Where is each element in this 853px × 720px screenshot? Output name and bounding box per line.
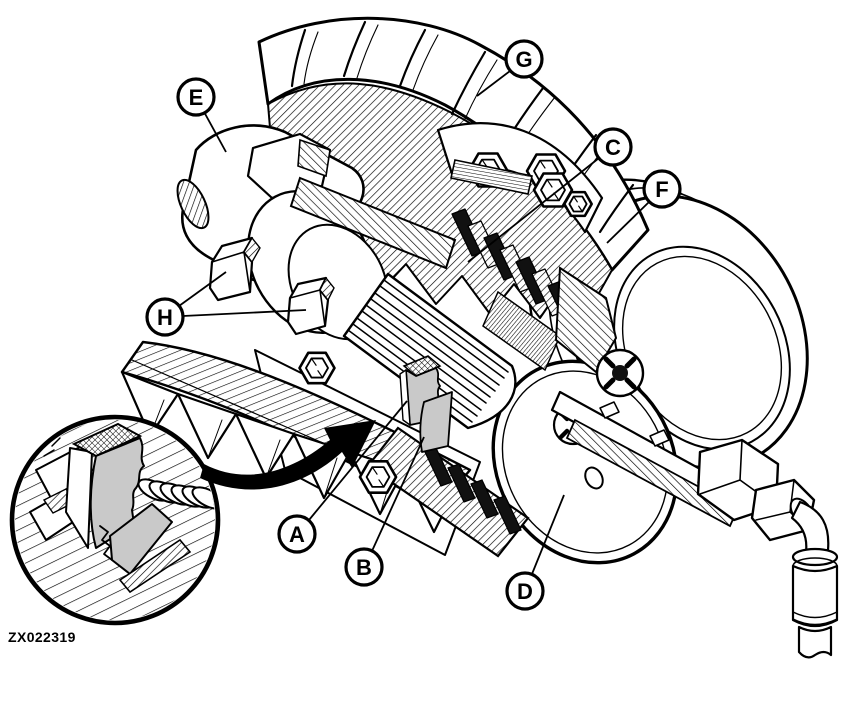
callout-circle-b xyxy=(346,549,382,585)
callout-circle-d xyxy=(507,573,543,609)
inset-ramp-wedge xyxy=(100,504,172,574)
callout-circle-h xyxy=(147,299,183,335)
figure-code: ZX022319 xyxy=(8,629,76,645)
leader-line-e xyxy=(203,110,226,152)
callout-circle-g xyxy=(506,41,542,77)
gear-tooth-bands xyxy=(292,22,633,232)
callout-circle-c xyxy=(595,129,631,165)
inset-coil-spring xyxy=(135,475,215,513)
callout-c: C xyxy=(468,129,631,262)
callout-d: D xyxy=(507,495,564,609)
leader-line-g xyxy=(477,71,510,96)
callout-circle-f xyxy=(644,171,680,207)
detail-inset xyxy=(12,417,227,623)
lock-lugs-h xyxy=(210,238,334,334)
callout-letter-h: H xyxy=(157,305,173,330)
callout-f: F xyxy=(607,171,680,243)
callout-b: B xyxy=(346,437,424,585)
callout-letter-d: D xyxy=(517,579,533,604)
detail-pointer-arrow xyxy=(200,420,376,490)
ramp-wedge-b xyxy=(420,392,452,452)
callout-a: A xyxy=(279,401,407,552)
splined-drum xyxy=(344,274,515,428)
callout-letter-a: A xyxy=(289,522,305,547)
leader-line-f xyxy=(607,202,649,243)
leader-line-b xyxy=(372,437,424,551)
callout-circle-a xyxy=(279,516,315,552)
lower-clutch-pack xyxy=(368,428,528,556)
cover-plate-d xyxy=(458,329,711,595)
main-assembly-illustration xyxy=(122,18,853,657)
leader-line-d xyxy=(532,495,564,574)
callout-letter-c: C xyxy=(605,135,621,160)
leader-line-h xyxy=(179,272,226,306)
callout-h: H xyxy=(147,272,306,335)
callout-letter-g: G xyxy=(515,47,532,72)
strap-and-stud xyxy=(291,160,574,268)
callout-letter-e: E xyxy=(189,85,204,110)
callout-letter-f: F xyxy=(655,177,668,202)
leader-line-h xyxy=(183,310,306,316)
callout-e: E xyxy=(178,79,226,152)
highlight-ticks xyxy=(44,438,60,456)
hydraulic-fitting xyxy=(698,440,837,657)
leader-line-c xyxy=(468,158,599,262)
callout-layer: A B C D E F G H xyxy=(147,41,680,609)
callout-letter-b: B xyxy=(356,555,372,580)
leader-line-a xyxy=(309,401,407,520)
piston-spring-section xyxy=(483,292,560,370)
callout-circle-e xyxy=(178,79,214,115)
callout-g: G xyxy=(477,41,542,96)
